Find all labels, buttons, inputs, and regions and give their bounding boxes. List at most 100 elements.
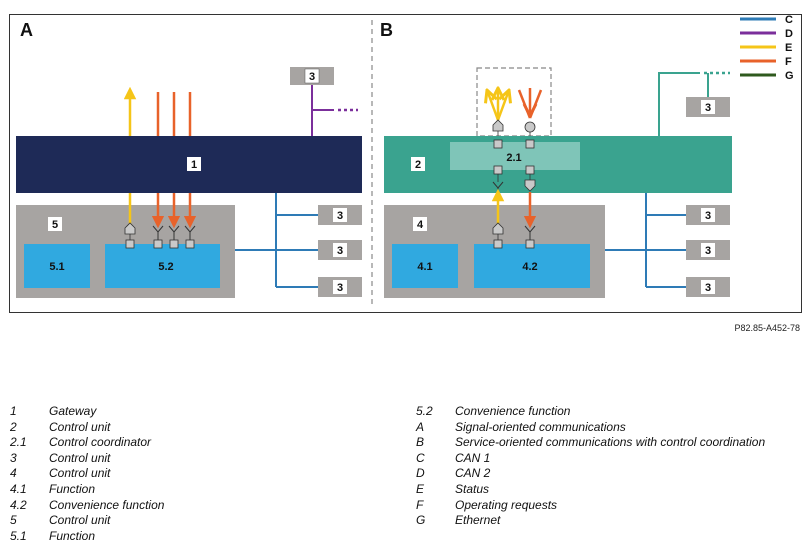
request-receivers-a: [151, 193, 197, 249]
legend-key: E: [416, 481, 425, 496]
port-icon: [185, 239, 195, 249]
coordinator-box: [450, 142, 580, 170]
label-bg: [411, 157, 425, 171]
legend-key-c: C: [785, 14, 793, 26]
label-bg: [304, 68, 320, 84]
control-unit-4-label: 4: [417, 219, 424, 231]
legend-text: Control coordinator: [49, 435, 152, 450]
port-icon: [153, 239, 163, 249]
ethernet-line: [658, 72, 700, 136]
convenience-5-2-label: 5.2: [158, 261, 173, 273]
convenience-4-2-label: 4.2: [522, 261, 537, 273]
send-port-icon: [492, 119, 504, 132]
legend-key: G: [416, 513, 426, 528]
convenience-5-2-box: [105, 244, 220, 288]
legend-row: G Ethernet: [416, 513, 765, 529]
legend-row: B Service-oriented communications with co…: [416, 435, 765, 451]
legend-text: Ethernet: [455, 513, 501, 528]
function-4-1-label: 4.1: [417, 261, 432, 273]
legend-key: 2: [10, 419, 17, 434]
label-bg: [333, 280, 347, 294]
port-icon: [493, 239, 503, 249]
control-unit-3-label: 3: [337, 282, 343, 294]
legend-text: Operating requests: [455, 497, 558, 512]
control-unit-3-label: 3: [337, 210, 343, 222]
convenience-4-2-box: [474, 244, 590, 288]
receive-port-icon: [184, 225, 196, 240]
legend-key: 2.1: [10, 435, 27, 450]
label-bg: [701, 100, 715, 114]
legend-key: F: [416, 497, 424, 512]
legend-key: 3: [10, 450, 17, 465]
legend-row: C CAN 1: [416, 451, 765, 467]
label-bg: [413, 217, 427, 231]
legend-text: Convenience function: [49, 497, 165, 512]
panel-label-a: A: [20, 20, 33, 40]
control-unit-3-label: 3: [705, 210, 711, 222]
dashed-service-box: [476, 67, 552, 137]
port-icon: [525, 165, 535, 175]
legend-key: 5: [10, 513, 17, 528]
port-icon: [169, 239, 179, 249]
label-bg: [701, 280, 715, 294]
reference-code: P82.85-A452-78: [734, 323, 800, 333]
control-unit-3-label: 3: [705, 245, 711, 257]
legend-key: D: [416, 466, 425, 481]
can1-lines-b: [605, 193, 686, 288]
control-unit-3-label: 3: [705, 282, 711, 294]
legend-key: A: [416, 419, 425, 434]
legend-text: Service-oriented communications with con…: [455, 435, 766, 450]
label-bg: [333, 208, 347, 222]
status-fan-arrow: [487, 90, 500, 121]
legend-key-g: G: [785, 70, 794, 82]
port-icon: [525, 239, 535, 249]
legend-key: 5.2: [416, 404, 433, 418]
legend-row: D CAN 2: [416, 466, 765, 482]
status-fan: [487, 88, 509, 121]
line-legend: C D E F G: [740, 14, 794, 82]
function-5-1-label: 5.1: [49, 261, 64, 273]
legend-key: 5.1: [10, 528, 27, 543]
legend-row: 2.1 Control coordinator: [10, 435, 164, 451]
legend-text: Signal-oriented communications: [455, 419, 626, 434]
label-bg: [187, 157, 201, 171]
port-icon: [525, 139, 535, 149]
control-unit-3-label: 3: [337, 245, 343, 257]
port-icon: [125, 239, 135, 249]
legend-text: CAN 2: [455, 466, 491, 481]
coordinator-label: 2.1: [506, 152, 521, 164]
control-units-3-b: 3 3 3: [686, 205, 730, 297]
status-fan-arrow: [496, 90, 509, 121]
legend-key-f: F: [785, 56, 792, 68]
legend-key: 4.1: [10, 481, 27, 496]
legend-key: C: [416, 450, 425, 465]
label-bg: [701, 208, 715, 222]
legend-text: CAN 1: [455, 450, 491, 465]
legend-key: B: [416, 435, 425, 450]
legend-row: F Operating requests: [416, 498, 765, 514]
label-bg: [48, 217, 62, 231]
send-port-icon: [124, 222, 136, 235]
legend-key: 1: [10, 404, 17, 418]
gateway-label: 1: [191, 159, 197, 171]
control-units-3-a: 3 3 3: [318, 205, 362, 297]
label-bg: [333, 243, 347, 257]
request-fan-line: [517, 89, 532, 119]
port-icon: [493, 165, 503, 175]
legend-key: 4.2: [10, 497, 27, 512]
request-fan: [517, 88, 543, 119]
legend-key: 4: [10, 466, 17, 481]
send-port-icon: [492, 222, 504, 235]
function-5-1-box: [24, 244, 90, 288]
legend-key-e: E: [785, 42, 792, 54]
send-port-icon-down: [524, 179, 536, 192]
